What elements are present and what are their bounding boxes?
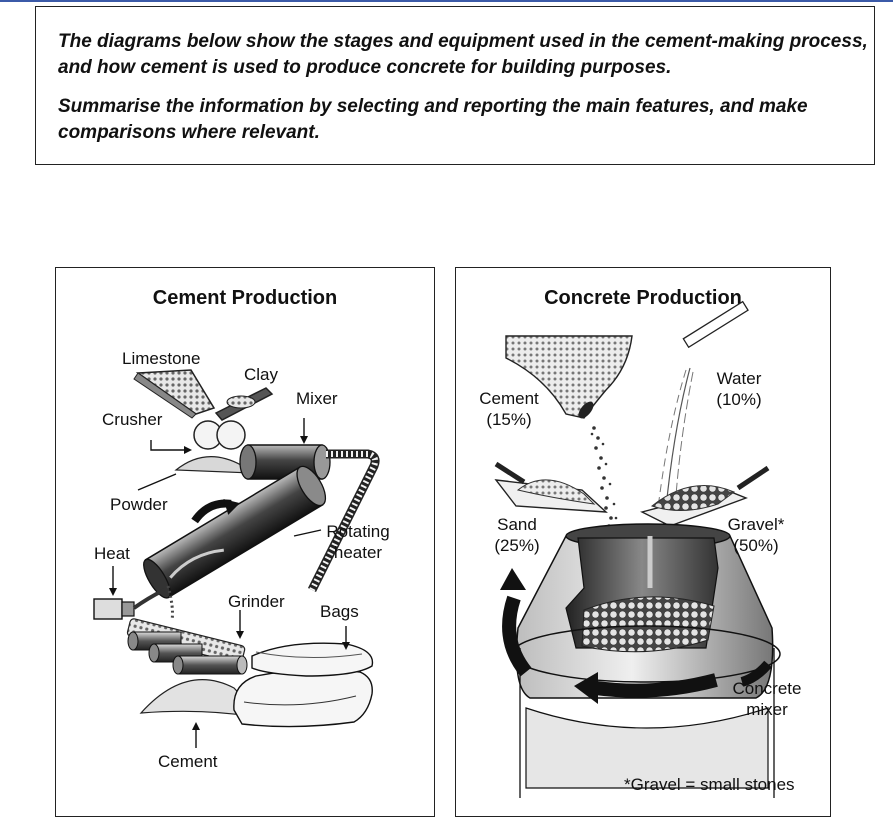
mixer-arrowhead	[300, 436, 308, 444]
label-cement-group: Cement (15%)	[474, 388, 544, 430]
grinder-arrowhead	[236, 631, 244, 639]
bags-arrowhead	[342, 642, 350, 650]
label-sand-pct: (25%)	[494, 536, 540, 555]
concrete-production-illustration	[494, 300, 781, 798]
label-heater: heater	[333, 543, 383, 562]
heat-burner	[93, 588, 165, 620]
label-limestone: Limestone	[122, 349, 201, 368]
clay-chute	[214, 387, 274, 421]
cement-stream	[590, 426, 618, 528]
label-cement: Cement	[158, 752, 218, 771]
label-concrete: Concrete	[732, 679, 802, 698]
label-cement: Cement	[479, 389, 539, 408]
gravel-tray	[640, 465, 770, 527]
cement-bag	[505, 335, 633, 419]
task-instruction: Summarise the information by selecting a…	[58, 96, 808, 143]
concrete-mixer-drum	[511, 523, 781, 798]
cement-arrowhead	[192, 722, 200, 730]
crusher-arrowhead	[184, 446, 192, 454]
heat-arrowhead	[109, 588, 117, 596]
label-water-pct: (10%)	[716, 390, 762, 409]
task-prompt-box: The diagrams below show the stages and e…	[35, 6, 875, 165]
gravel-footnote: *Gravel = small stones	[624, 775, 795, 794]
label-rotating: Rotating	[326, 522, 390, 541]
label-powder: Powder	[110, 495, 168, 514]
limestone-hopper	[133, 369, 216, 419]
cement-production-illustration	[93, 369, 380, 748]
label-heat: Heat	[94, 544, 130, 563]
task-description: The diagrams below show the stages and e…	[58, 31, 868, 78]
label-gravel-pct: (50%)	[733, 536, 779, 555]
rotating-heater	[143, 465, 327, 599]
label-gravel-group: Gravel* (50%)	[716, 514, 796, 556]
crusher-pointer	[150, 440, 184, 451]
label-mixer: Mixer	[296, 389, 338, 408]
sand-tray	[494, 461, 608, 513]
label-grinder: Grinder	[228, 592, 285, 611]
concrete-production-title: Concrete Production	[544, 287, 742, 309]
cement-production-panel: Cement Production	[55, 267, 435, 817]
rotation-arrows	[500, 568, 772, 704]
heater-pointer	[293, 529, 322, 537]
cement-production-title: Cement Production	[152, 287, 338, 309]
label-sand-group: Sand (25%)	[482, 514, 552, 556]
label-mixer: mixer	[746, 700, 788, 719]
top-border-line	[0, 0, 893, 2]
grinder-rollers	[126, 618, 248, 675]
crusher-rollers	[193, 420, 246, 450]
label-crusher: Crusher	[102, 410, 163, 429]
mixer-cylinder	[239, 444, 331, 480]
concrete-production-panel: Concrete Production	[455, 267, 831, 817]
label-cement-pct: (15%)	[486, 410, 532, 429]
label-water-group: Water (10%)	[704, 368, 774, 410]
label-gravel: Gravel*	[727, 515, 785, 534]
label-sand: Sand	[497, 515, 537, 534]
label-water: Water	[716, 369, 762, 388]
label-clay: Clay	[244, 365, 279, 384]
powder-pointer	[137, 473, 177, 491]
label-bags: Bags	[320, 602, 359, 621]
label-rotating-heater: Rotating heater	[318, 521, 398, 563]
label-concrete-mixer-group: Concrete mixer	[722, 678, 812, 720]
cement-bags	[233, 642, 374, 728]
conveyor-belt	[307, 449, 380, 593]
